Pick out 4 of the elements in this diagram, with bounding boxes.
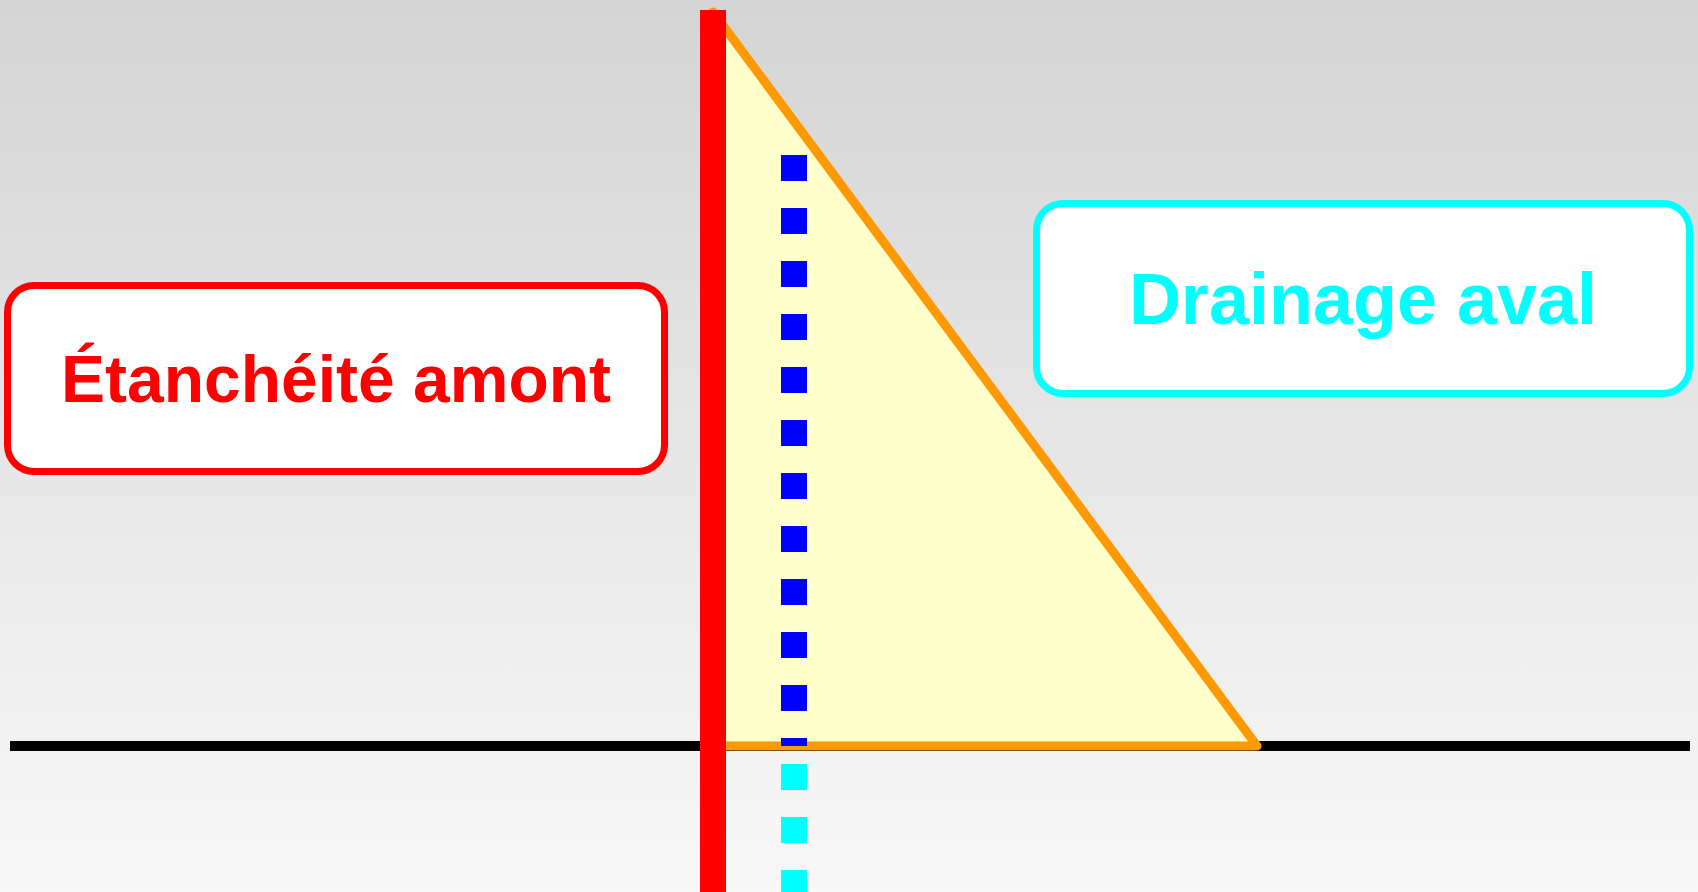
label-box: [1033, 200, 1693, 397]
label-text: Étanchéité amont: [60, 340, 612, 417]
label-text: Drainage aval: [1128, 257, 1598, 340]
label-box: [4, 282, 668, 475]
